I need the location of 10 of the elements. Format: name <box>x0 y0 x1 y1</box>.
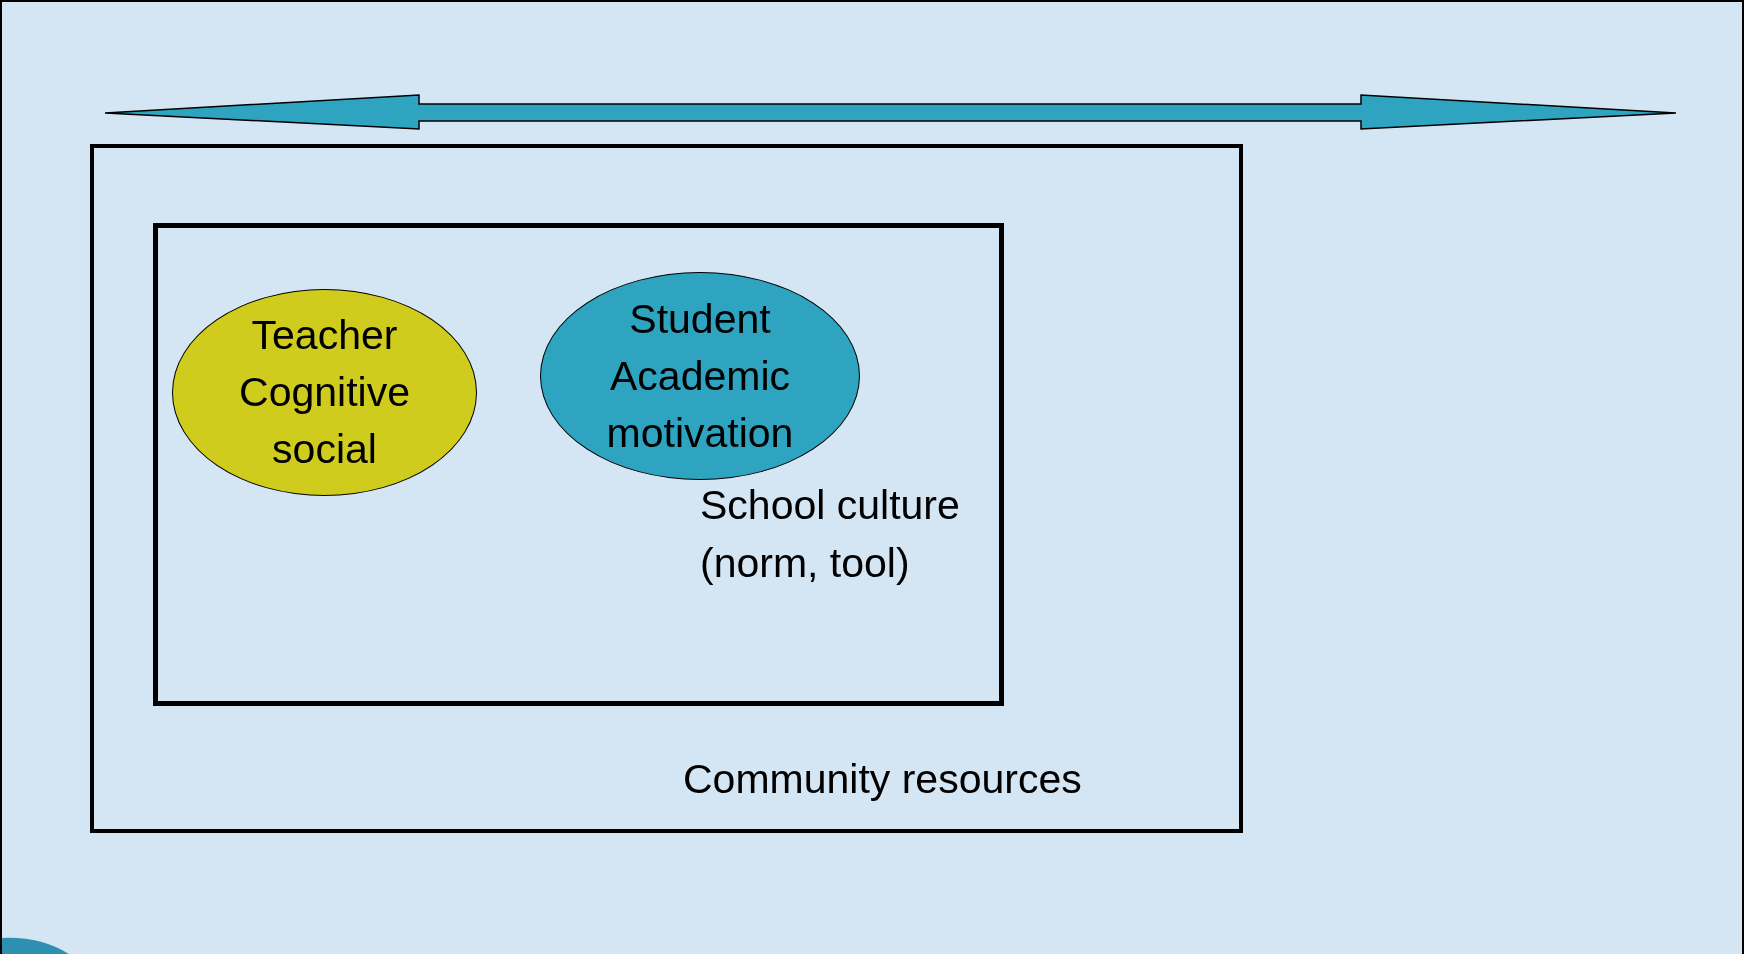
frame-label: School culture (norm, tool) <box>700 481 961 588</box>
rectangle-frame <box>153 223 1004 706</box>
ellipse-label: motivation <box>606 408 794 458</box>
ellipse-label: Cognitive <box>239 368 410 417</box>
frame-label: Community resources <box>683 755 1083 804</box>
ellipse-label: Academic <box>610 351 790 401</box>
rectangle-frame <box>90 144 1243 833</box>
ellipse-label: Teacher <box>251 311 398 360</box>
ellipse-label: social <box>272 425 377 474</box>
ellipse-label: Student <box>629 294 771 344</box>
